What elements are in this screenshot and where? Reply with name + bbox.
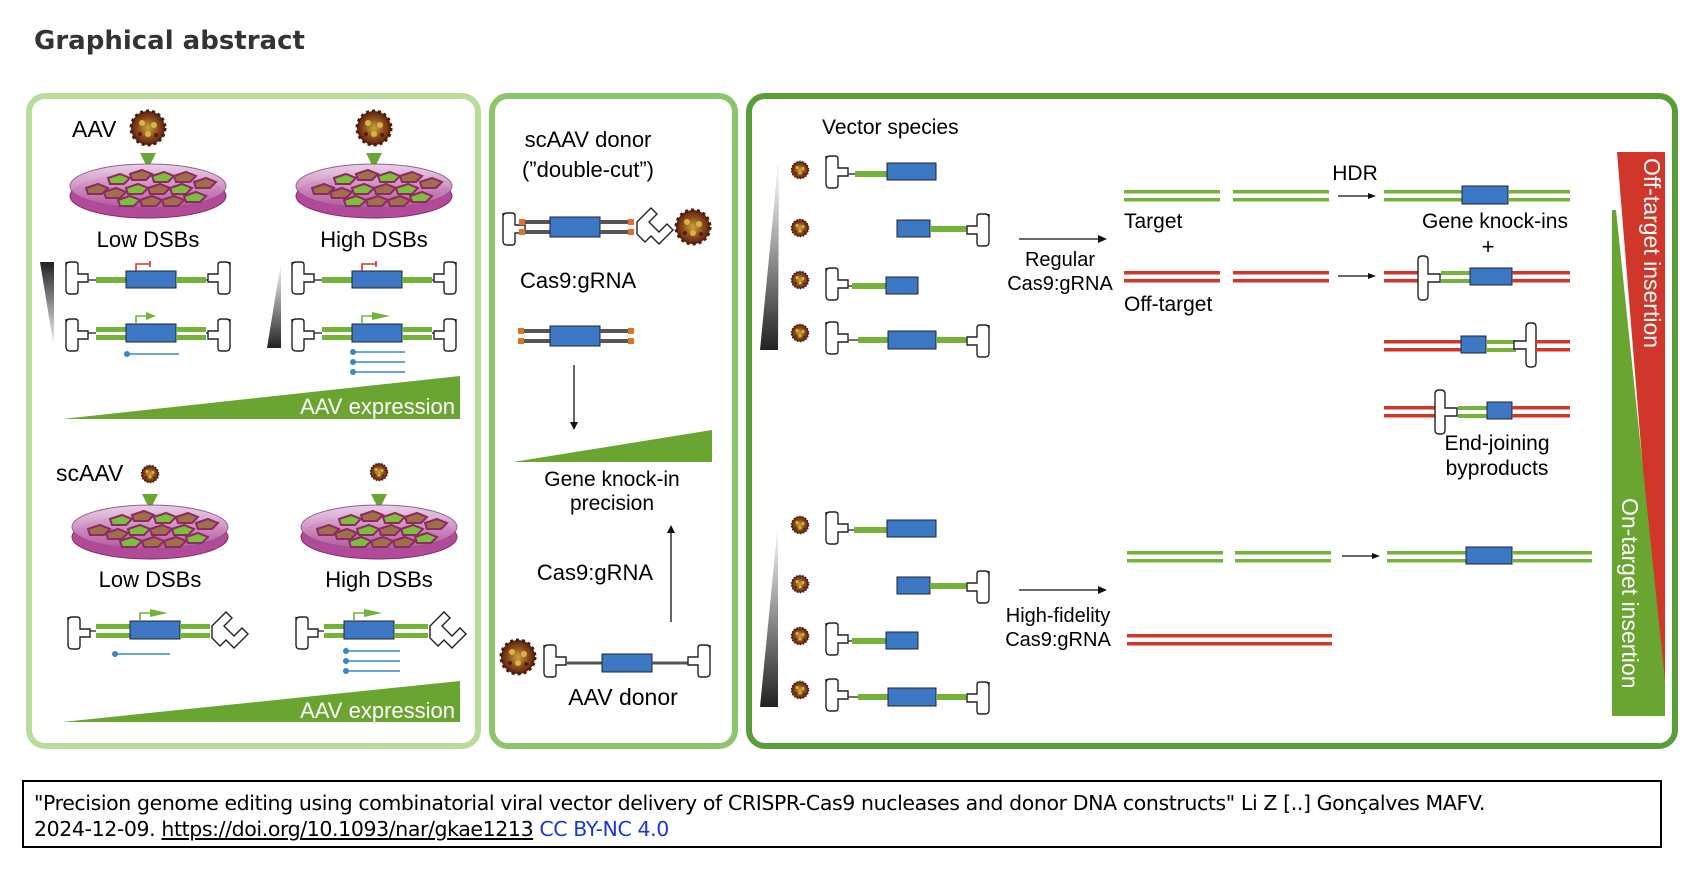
ssaav-genome-single xyxy=(291,261,457,295)
hdr-label: HDR xyxy=(1332,162,1378,185)
virus-icon xyxy=(674,208,712,246)
arrow-down-icon xyxy=(142,494,158,510)
cas9-label-bottom: Cas9:gRNA xyxy=(537,560,653,585)
regular-cas9-line2: Cas9:gRNA xyxy=(1007,273,1113,295)
offtarget-insertion-wedge xyxy=(1617,152,1665,680)
gradient-wedge-increasing xyxy=(267,262,281,348)
vector-label-aav: AAV xyxy=(72,116,117,142)
expression-label: AAV expression xyxy=(300,394,455,419)
scaav-genome xyxy=(295,609,467,674)
ontarget-insertion-label: On-target insertion xyxy=(1617,498,1643,688)
expression-wedge xyxy=(62,681,460,722)
promoter-on-icon xyxy=(146,312,156,320)
citation-text: "Precision genome editing using combinat… xyxy=(34,791,1485,815)
highfi-cas9-line1: High-fidelity xyxy=(1006,605,1110,627)
expression-wedge xyxy=(62,376,460,419)
regular-cas9-line1: Regular xyxy=(1025,249,1095,271)
virus-icon xyxy=(140,464,160,484)
panel1-top: AAV Low DSBs High DSBs xyxy=(40,109,460,419)
gradient-wedge-decreasing xyxy=(40,262,54,348)
low-dsbs-label: Low DSBs xyxy=(99,567,202,592)
offtarget-insertion-label: Off-target insertion xyxy=(1639,158,1665,348)
license-link[interactable]: CC BY-NC 4.0 xyxy=(539,817,669,841)
target-dna-cut xyxy=(1124,190,1329,202)
highfi-cas9-line2: Cas9:gRNA xyxy=(1005,629,1111,651)
endjoining-byproduct xyxy=(1384,389,1570,435)
scaav-donor-construct xyxy=(502,207,674,246)
offtarget-dna-cut xyxy=(1124,271,1329,283)
cell-dish-icon xyxy=(300,504,458,560)
panel2-title-line2: (”double-cut”) xyxy=(522,157,654,182)
panel3: Vector species xyxy=(760,116,1665,716)
cell-dish-icon xyxy=(69,163,227,219)
plus-sign: + xyxy=(1482,234,1495,259)
vector-species-label: Vector species xyxy=(822,116,959,139)
citation-date: 2024-12-09. xyxy=(34,817,156,841)
citation-line2: 2024-12-09. https://doi.org/10.1093/nar/… xyxy=(34,816,1650,842)
scaav-genome xyxy=(67,609,249,657)
arrow-down-icon xyxy=(366,153,382,169)
low-dsbs-label: Low DSBs xyxy=(97,227,200,252)
panel-aav-expression xyxy=(26,93,481,749)
citation-box: "Precision genome editing using combinat… xyxy=(22,780,1662,848)
vector-species-list xyxy=(790,155,990,358)
panel2-title-line1: scAAV donor xyxy=(525,127,652,152)
arrow-down-icon xyxy=(140,153,156,169)
cas9-label-top: Cas9:gRNA xyxy=(520,268,636,293)
high-dsbs-label: High DSBs xyxy=(320,227,428,252)
offtarget-label: Off-target xyxy=(1124,293,1212,316)
promoter-off-icon xyxy=(135,261,151,271)
virus-icon xyxy=(355,109,393,147)
precision-label-line2: precision xyxy=(570,492,654,515)
page-title: Graphical abstract xyxy=(34,26,305,56)
gene-knockin-product xyxy=(1387,546,1592,565)
aav-donor-label: AAV donor xyxy=(568,684,678,710)
graphical-abstract-figure: AAV Low DSBs High DSBs xyxy=(26,93,1678,749)
panel1-bottom: scAAV Low DSBs High DSBs xyxy=(56,460,467,723)
panel-vector-species xyxy=(746,93,1678,749)
aav-donor-construct xyxy=(543,644,711,678)
abundance-wedge xyxy=(760,523,778,707)
target-label: Target xyxy=(1124,210,1183,233)
virus-icon xyxy=(499,638,537,676)
offtarget-dna-intact xyxy=(1127,634,1332,646)
panel2: scAAV donor (”double-cut”) Cas9:gRNA xyxy=(499,127,712,710)
abundance-wedge xyxy=(760,165,778,350)
high-dsbs-label: High DSBs xyxy=(325,567,433,592)
vector-species-list xyxy=(790,511,990,715)
gene-knockin-product xyxy=(1384,185,1570,205)
target-dna-cut xyxy=(1127,551,1331,563)
doi-link[interactable]: https://doi.org/10.1093/nar/gkae1213 xyxy=(161,817,534,841)
cell-dish-icon xyxy=(295,163,453,219)
ssaav-genome-double xyxy=(291,312,457,375)
ssaav-genome-single xyxy=(65,261,231,295)
expression-label: AAV expression xyxy=(300,698,455,723)
virus-icon xyxy=(369,462,389,482)
cell-dish-icon xyxy=(71,504,229,560)
virus-icon xyxy=(129,109,167,147)
ontarget-insertion-wedge xyxy=(1612,210,1665,716)
endjoining-byproduct xyxy=(1384,322,1570,368)
arrow-down-icon xyxy=(371,494,387,510)
ssaav-genome-double xyxy=(65,312,231,357)
gene-knockins-label: Gene knock-ins xyxy=(1422,210,1568,233)
endjoining-label-line2: byproducts xyxy=(1446,457,1549,480)
endjoining-byproduct xyxy=(1384,255,1570,301)
panel-double-cut xyxy=(489,93,738,749)
vector-label-scaav: scAAV xyxy=(56,460,124,486)
endjoining-label-line1: End-joining xyxy=(1444,432,1549,455)
precision-wedge xyxy=(513,430,712,462)
precision-label-line1: Gene knock-in xyxy=(544,468,679,491)
excised-donor-fragment xyxy=(518,325,634,347)
